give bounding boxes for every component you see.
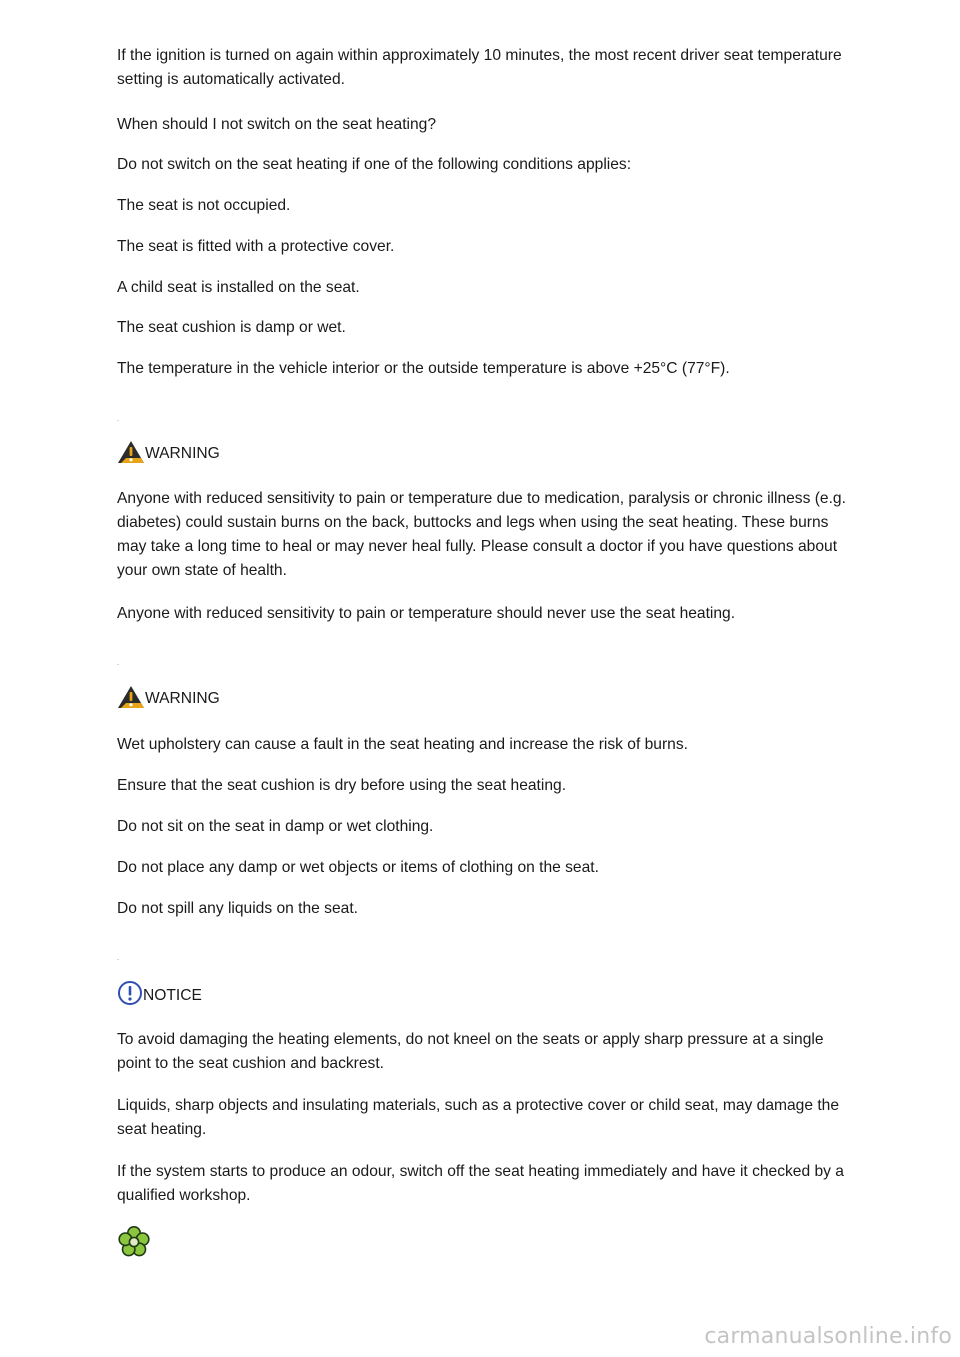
paragraph-ignition-memory: If the ignition is turned on again withi… [117, 47, 842, 88]
notice-circle-icon [117, 980, 143, 1006]
warning-text: Anyone with reduced sensitivity to pain … [117, 490, 846, 579]
condition-item: The seat is fitted with a protective cov… [117, 238, 395, 255]
notice-heading: NOTICE [117, 980, 847, 1006]
warning-heading: WARNING [117, 440, 847, 464]
watermark: carmanualsonline.info [704, 1324, 952, 1349]
warning-triangle-icon [117, 685, 145, 709]
warning-triangle-icon [117, 440, 145, 464]
notice-text: To avoid damaging the heating elements, … [117, 1031, 824, 1072]
condition-item: The temperature in the vehicle interior … [117, 360, 730, 377]
warning-text: Wet upholstery can cause a fault in the … [117, 736, 688, 753]
warning-text: Do not spill any liquids on the seat. [117, 900, 358, 917]
warning-label: WARNING [145, 690, 220, 707]
warning-heading: WARNING [117, 685, 847, 709]
section-separator [117, 959, 119, 960]
warning-text: Do not place any damp or wet objects or … [117, 859, 599, 876]
warning-text: Do not sit on the seat in damp or wet cl… [117, 818, 434, 835]
section-separator [117, 420, 119, 421]
flower-icon [117, 1225, 151, 1259]
condition-item: The seat is not occupied. [117, 197, 291, 214]
condition-item: A child seat is installed on the seat. [117, 279, 360, 296]
warning-text: Anyone with reduced sensitivity to pain … [117, 605, 736, 622]
paragraph-when-not: When should I not switch on the seat hea… [117, 116, 437, 133]
condition-item: The seat cushion is damp or wet. [117, 319, 346, 336]
notice-text: If the system starts to produce an odour… [117, 1163, 844, 1204]
section-separator [117, 664, 119, 665]
warning-label: WARNING [145, 445, 220, 462]
warning-text: Ensure that the seat cushion is dry befo… [117, 777, 567, 794]
notice-label: NOTICE [143, 987, 202, 1004]
notice-text: Liquids, sharp objects and insulating ma… [117, 1097, 840, 1138]
paragraph-conditions-intro: Do not switch on the seat heating if one… [117, 156, 632, 173]
